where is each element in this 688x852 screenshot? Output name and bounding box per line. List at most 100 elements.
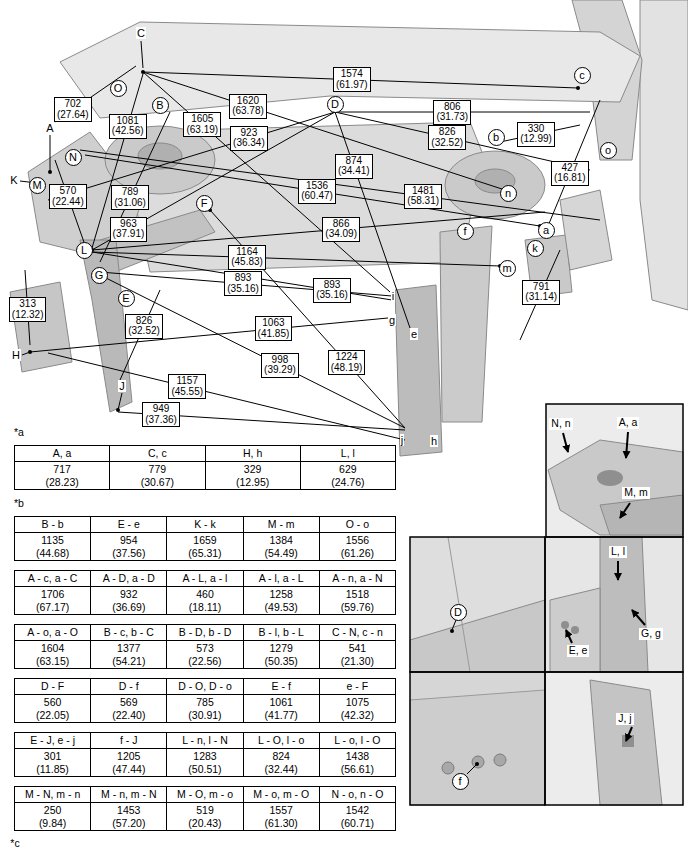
table-heading: B - D, b - D	[179, 626, 232, 638]
callout-letter: k	[532, 243, 538, 254]
table-value: 1438 (56.61)	[341, 750, 374, 774]
table-cell: 1706 (67.17)	[14, 586, 91, 615]
table-cell: 519 (20.43)	[166, 802, 243, 831]
table-cell: 717 (28.23)	[14, 461, 110, 490]
dimension-value: 949 (37.36)	[145, 403, 177, 425]
table-cell: K - k	[166, 516, 243, 533]
dimension-value: 427 (16.81)	[554, 162, 586, 184]
table-cell: A - L, a - l	[166, 570, 243, 587]
table-value: 541 (21.30)	[341, 642, 374, 666]
pointer-arrow	[617, 561, 619, 580]
dimension-box: 1574 (61.97)	[333, 67, 371, 92]
table-value: 824 (32.44)	[265, 750, 298, 774]
table-heading: O - o	[346, 518, 369, 530]
dimension-box: 330 (12.99)	[517, 122, 555, 147]
inset-frame	[545, 672, 683, 805]
table-heading: M - o, m - O	[253, 788, 309, 800]
dimension-box: 923 (36.34)	[230, 126, 268, 151]
table-cell: A - o, a - O	[14, 624, 91, 641]
table-cell: L - n, l - N	[166, 732, 243, 749]
dimension-value: 330 (12.99)	[520, 123, 552, 145]
circled-callout: o	[600, 142, 617, 159]
table-value: 560 (22.05)	[36, 696, 69, 720]
dimension-value: 1157 (45.55)	[171, 375, 203, 397]
measure-point	[576, 86, 580, 90]
dimension-box: 806 (31.73)	[433, 100, 471, 125]
measure-point	[141, 70, 145, 74]
table-cell: 1377 (54.21)	[90, 640, 167, 669]
table-cell: A - c, a - C	[14, 570, 91, 587]
dimension-value: 826 (32.52)	[431, 126, 463, 148]
dimension-box: 1620 (63.78)	[229, 94, 267, 119]
inset-label: N, n	[549, 418, 572, 430]
inset-edge	[448, 537, 470, 672]
circled-callout: m	[499, 260, 516, 277]
measure-point	[48, 170, 52, 174]
table-cell: 1135 (44.68)	[14, 532, 91, 561]
dimension-value: 923 (36.34)	[233, 127, 265, 149]
table-cell: 1453 (57.20)	[90, 802, 167, 831]
table-heading: A - D, a - D	[103, 572, 155, 584]
table-value: 250 (9.84)	[39, 804, 66, 828]
table-cell: L - o, l - O	[319, 732, 396, 749]
point-letter: A	[45, 122, 54, 134]
point-letter: K	[9, 174, 18, 186]
dimension-box: 893 (35.16)	[313, 278, 351, 303]
pointer-arrow	[566, 630, 572, 643]
table-cell: 1518 (59.76)	[319, 586, 396, 615]
dimension-value: 702 (27.64)	[57, 98, 89, 120]
dimension-box: 893 (35.16)	[224, 271, 262, 296]
table-cell: M - n, m - N	[90, 786, 167, 803]
table-value: 1542 (60.71)	[341, 804, 374, 828]
table-cell: 1542 (60.71)	[319, 802, 396, 831]
point-letter: C	[136, 27, 146, 39]
dimension-lines	[25, 66, 600, 440]
table-cell: E - e	[90, 516, 167, 533]
table-value: 1604 (63.15)	[36, 642, 69, 666]
circled-callout: D	[450, 604, 467, 621]
table-cell: L - O, l - o	[243, 732, 320, 749]
table-value: 1205 (47.44)	[112, 750, 145, 774]
dimension-value: 1481 (58.31)	[407, 185, 439, 207]
table-value: 301 (11.85)	[36, 750, 69, 774]
table-heading: B - l, b - L	[258, 626, 304, 638]
callout-letter: f	[463, 226, 466, 237]
inset-ground	[410, 672, 545, 805]
table-cell: M - m	[243, 516, 320, 533]
table-value: 1384 (54.49)	[265, 534, 298, 558]
dimension-box: 1164 (45.83)	[228, 245, 266, 270]
table-cell: 1557 (61.30)	[243, 802, 320, 831]
table-heading: A, a	[53, 447, 72, 459]
roof-pillar	[640, 0, 688, 310]
table-cell: 541 (21.30)	[319, 640, 396, 669]
point-letter: H	[11, 349, 21, 361]
table-heading: A - c, a - C	[28, 572, 78, 584]
dimension-box: 1536 (60.47)	[298, 179, 336, 204]
table-cell: 569 (22.40)	[90, 694, 167, 723]
inset-rail	[600, 495, 683, 535]
note-marker: *a	[14, 427, 24, 439]
table-heading: C - N, c - n	[332, 626, 383, 638]
table-cell: 1659 (65.31)	[166, 532, 243, 561]
table-heading: A - l, a - L	[259, 572, 304, 584]
table-value: 1075 (42.32)	[341, 696, 374, 720]
measure-point	[116, 408, 120, 412]
circled-callout: B	[152, 97, 169, 114]
table-cell: 932 (36.69)	[90, 586, 167, 615]
leader-line	[467, 765, 476, 774]
callout-letter: b	[493, 132, 499, 143]
inset-ground	[546, 404, 683, 537]
table-value: 717 (28.23)	[45, 463, 78, 487]
table-heading: B - c, b - C	[104, 626, 154, 638]
dimension-box: 1605 (63.19)	[183, 112, 221, 137]
inset-bracket	[590, 680, 662, 805]
pointer-arrow	[563, 433, 568, 452]
table-cell: L, l	[300, 445, 396, 462]
table-value: 1258 (49.53)	[265, 588, 298, 612]
dimension-box: 1063 (41.85)	[255, 316, 293, 341]
table-heading: L, l	[341, 447, 355, 459]
table-cell: 1205 (47.44)	[90, 748, 167, 777]
table-value: 1283 (50.51)	[188, 750, 221, 774]
point-letter: h	[430, 435, 438, 447]
dimension-value: 866 (34.09)	[325, 218, 357, 240]
